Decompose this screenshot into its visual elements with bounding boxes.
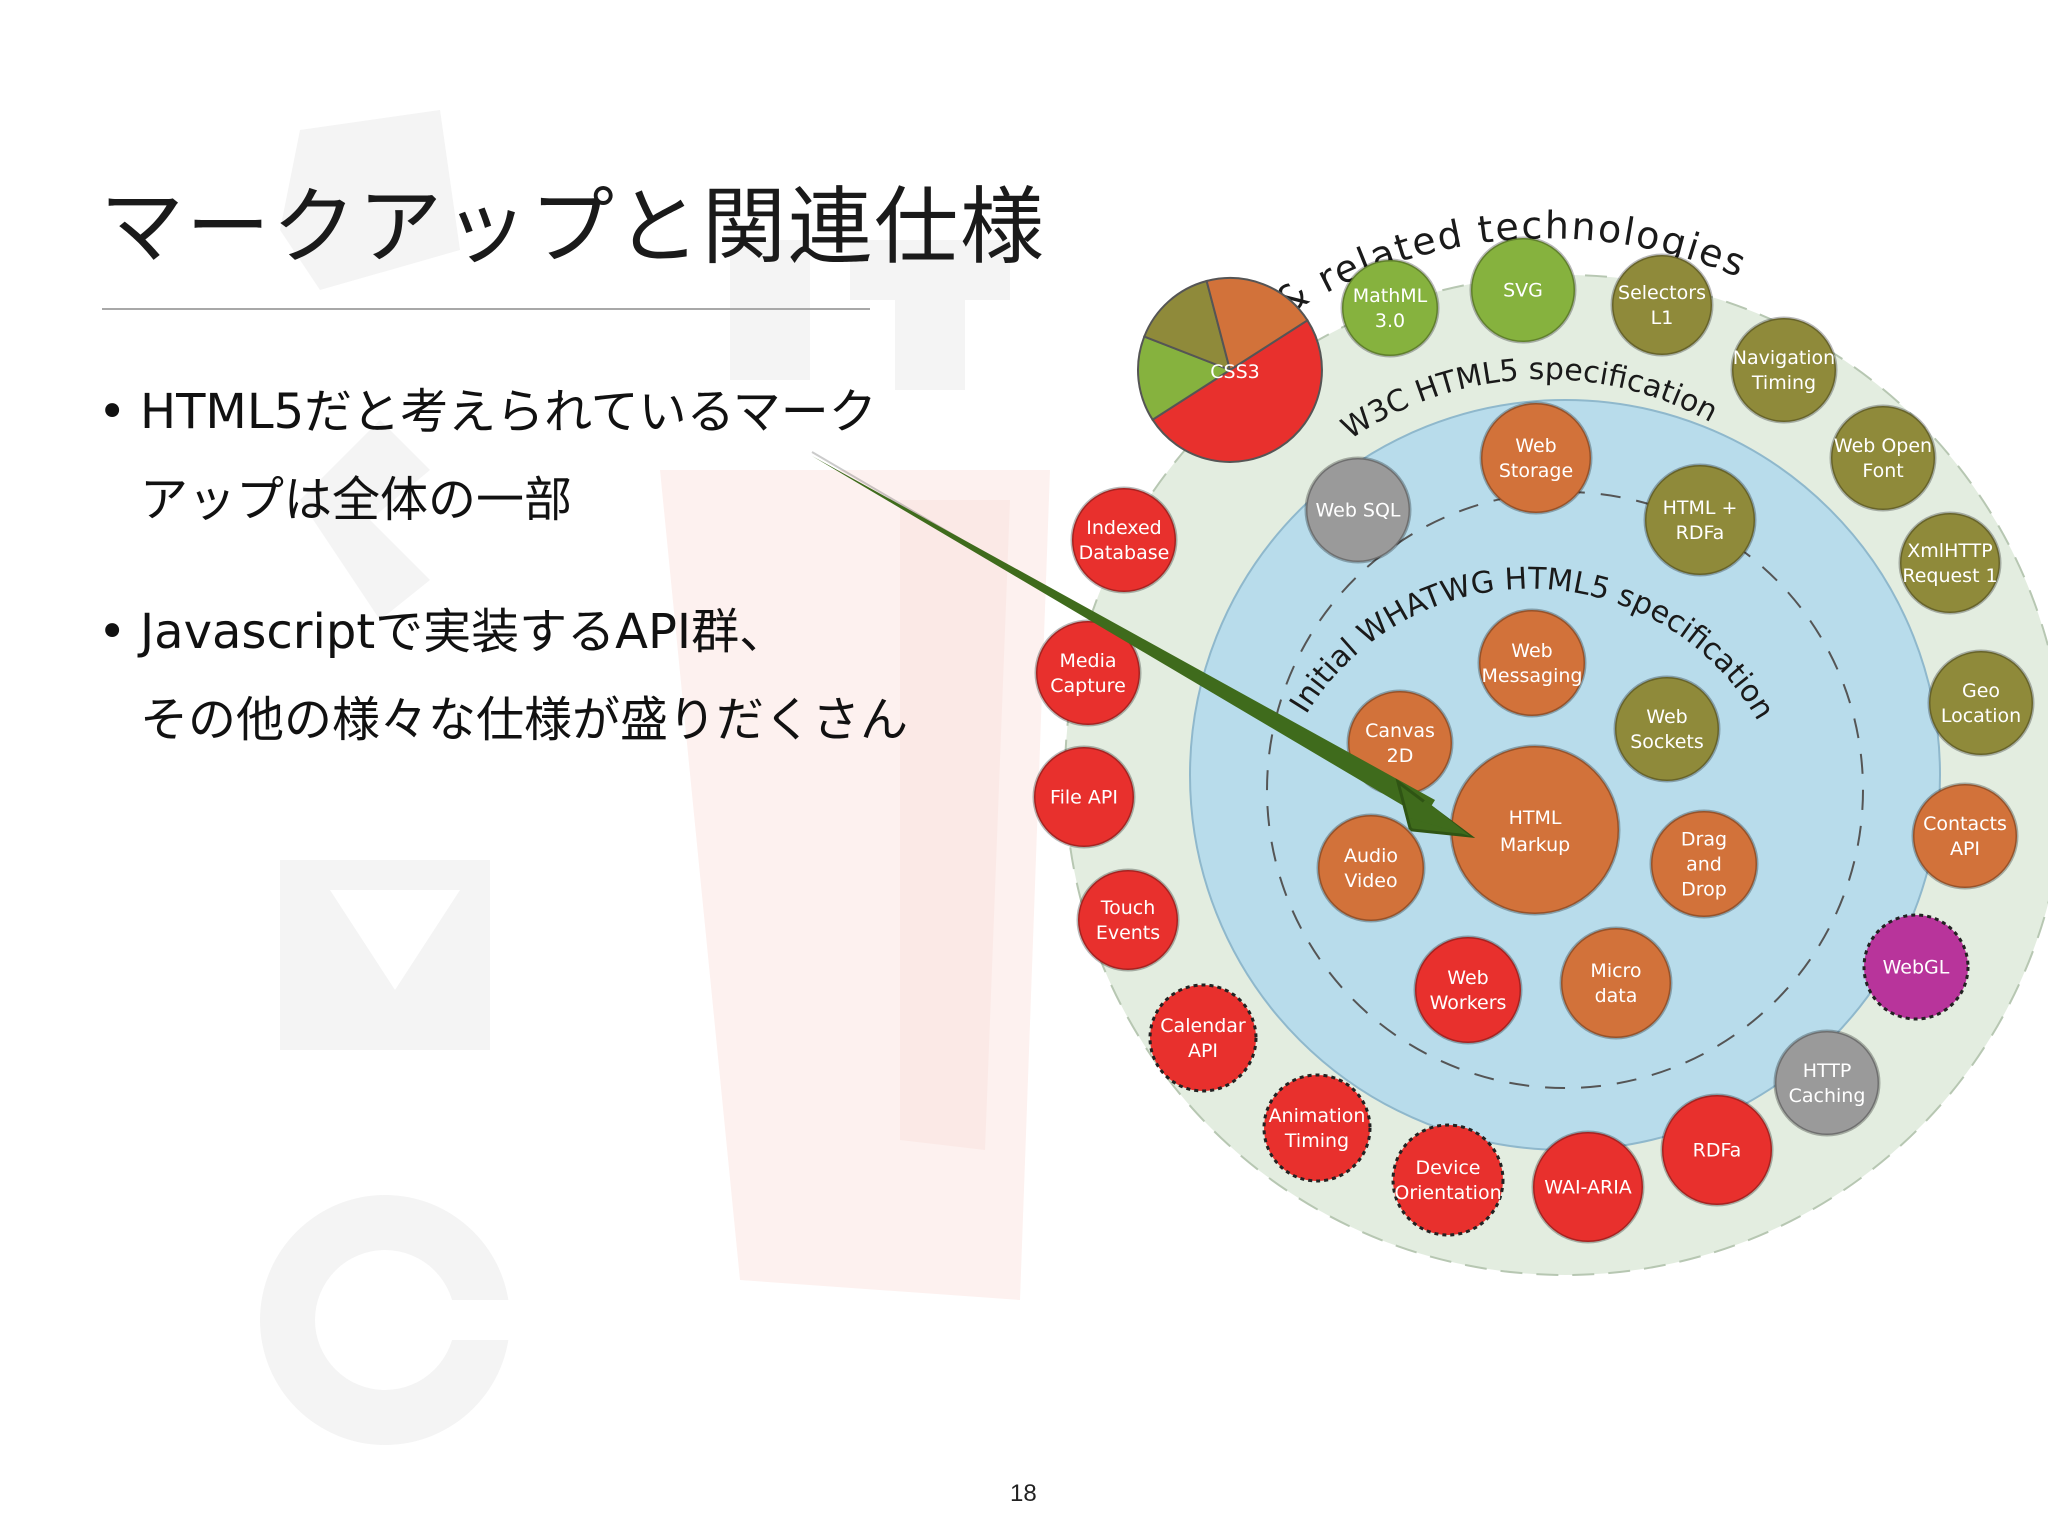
page-number: 18 [1010, 1480, 1037, 1507]
pie-slice-green [1137, 335, 1233, 422]
watermark-background [260, 110, 1050, 1445]
node-wai-aria: WAI-ARIA [1531, 1130, 1645, 1244]
svg-text:HTML +RDFa: HTML +RDFa [1663, 497, 1738, 544]
svg-text:WAI-ARIA: WAI-ARIA [1544, 1177, 1632, 1199]
bullet-list: • HTML5だと考えられているマーク アップは全体の一部 • Javascri… [98, 368, 908, 808]
bullet-text: Javascriptで実装するAPI群、 [140, 604, 788, 660]
svg-text:SVG: SVG [1503, 280, 1543, 302]
bullet-dot-icon: • [98, 604, 127, 660]
pie-slice-orange [1205, 277, 1309, 372]
bullet-dot-icon: • [98, 384, 127, 440]
node-rdfa: RDFa [1660, 1093, 1774, 1207]
bullet-text: その他の様々な仕様が盛りだくさん [140, 692, 909, 748]
node-web-sql: Web SQL [1304, 456, 1412, 564]
bullet-item-1: • HTML5だと考えられているマーク アップは全体の一部 [98, 368, 908, 544]
pie-slice-olive [1142, 279, 1232, 372]
bullet-item-2: • Javascriptで実装するAPI群、 その他の様々な仕様が盛りだくさん [98, 588, 908, 764]
node-svg: SVG [1469, 236, 1577, 344]
slide-title: マークアップと関連仕様 [100, 178, 1047, 276]
node-webgl: WebGL [1862, 913, 1970, 1021]
inner-ring [1266, 491, 1864, 1089]
pie-slice-red [1151, 318, 1323, 463]
node-html--rdfa: HTML +RDFa [1643, 463, 1757, 577]
svg-text:File API: File API [1050, 787, 1118, 809]
svg-text:RDFa: RDFa [1693, 1140, 1742, 1162]
bullet-text: HTML5だと考えられているマーク [140, 384, 877, 440]
svg-text:WebGL: WebGL [1883, 957, 1950, 979]
title-divider [102, 308, 870, 310]
pie-label: CSS3 [1210, 361, 1259, 383]
css3-pie-chart: CSS3 [1137, 277, 1323, 463]
pointer-arrow [811, 451, 1476, 839]
svg-text:Web SQL: Web SQL [1315, 500, 1400, 522]
node-file-api: File API [1032, 745, 1136, 849]
bullet-text: アップは全体の一部 [140, 472, 573, 528]
